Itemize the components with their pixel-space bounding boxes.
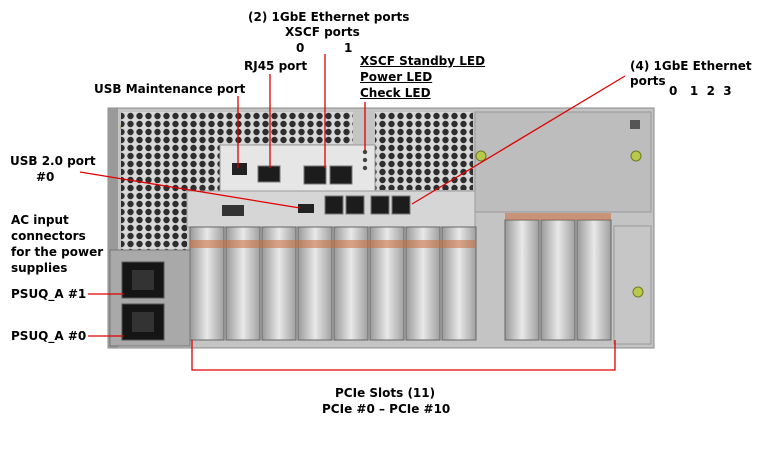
label-rj45: RJ45 port (244, 59, 308, 73)
pcie-slot (576, 219, 612, 341)
gbe-port-3 (391, 195, 411, 215)
label-usb-maintenance: USB Maintenance port (94, 82, 246, 96)
vent-top-right (375, 112, 473, 190)
callout-gbe4 (411, 75, 626, 205)
left-rail (108, 108, 118, 348)
gbe-port-1 (345, 195, 365, 215)
label-usb20-line1: USB 2.0 port (10, 154, 96, 168)
label-ethernet-xscf-line1: (2) 1GbE Ethernet ports (248, 10, 410, 24)
label-ac-line2: connectors (11, 229, 86, 243)
callout-usb20 (79, 171, 301, 209)
label-ac-line3: for the power (11, 245, 104, 259)
label-xscf-port-1: 1 (344, 41, 353, 55)
label-usb20-line2: #0 (36, 170, 55, 184)
label-psu1: PSUQ_A #1 (11, 287, 87, 301)
label-ac-line1: AC input (11, 213, 69, 227)
right-blank-panel (474, 111, 652, 213)
vent-top-center (253, 112, 353, 144)
rj45-port (257, 165, 281, 183)
label-xscf-standby-led: XSCF Standby LED (360, 54, 486, 68)
xscf-port-1 (329, 165, 353, 185)
pcie-bracket (191, 340, 616, 371)
callout-lines (79, 54, 626, 371)
right-lower-blank (613, 225, 652, 345)
label-xscf-port-0: 0 (296, 41, 305, 55)
xscf-port-0 (303, 165, 327, 185)
label-pcie-line2: PCIe #0 – PCIe #10 (322, 402, 451, 416)
label-ethernet-xscf-line2: XSCF ports (285, 25, 360, 39)
gbe-port-0 (324, 195, 344, 215)
pcie-slot-group-right (504, 213, 612, 341)
pcie-slot-group-left (189, 226, 477, 341)
pcie-slot (540, 219, 576, 341)
gbe-port-2 (370, 195, 390, 215)
psu-1-connector (121, 261, 165, 299)
label-gbe4-numbers: 0 1 2 3 (669, 84, 732, 98)
label-ac-line4: supplies (11, 261, 68, 275)
vent-left-low (121, 210, 187, 250)
label-pcie-line1: PCIe Slots (11) (335, 386, 436, 400)
label-gbe4-line1: (4) 1GbE Ethernet (630, 59, 752, 73)
label-check-led: Check LED (360, 86, 431, 100)
label-power-led: Power LED (360, 70, 433, 84)
usb-2-0-port-0 (298, 204, 314, 213)
label-psu0: PSUQ_A #0 (11, 329, 87, 343)
pcie-slot (504, 219, 540, 341)
usb-maintenance-port (232, 163, 247, 175)
label-gbe4-line2: ports (630, 74, 666, 88)
